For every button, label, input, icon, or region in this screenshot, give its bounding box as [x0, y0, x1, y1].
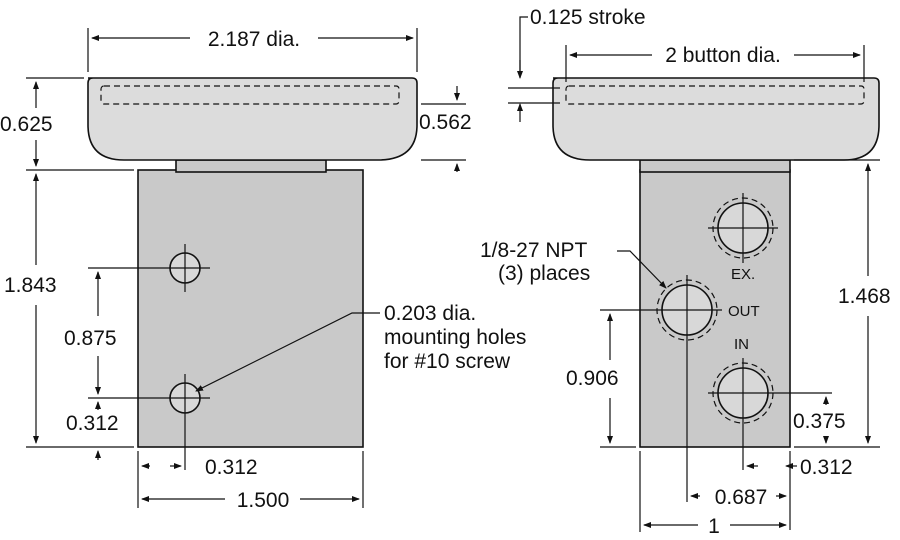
- right-neck: [639, 159, 791, 173]
- right-in-offset-label: 0.312: [800, 456, 853, 479]
- left-top-dia-label: 2.187 dia.: [208, 28, 300, 51]
- mounting-hole-bottom: [160, 374, 210, 470]
- hole-note-line-1: 0.203 dia.: [384, 302, 476, 325]
- port-ex: [708, 193, 778, 263]
- port-out: [600, 275, 722, 502]
- left-view: 2.187 dia. 0.625 0.562 1.843 0.875 0.312: [0, 28, 526, 512]
- port-note-line-1: 1/8-27 NPT: [480, 239, 588, 262]
- left-head: [87, 77, 418, 161]
- right-body-height-label: 1.468: [838, 285, 891, 308]
- left-neck: [175, 159, 327, 173]
- right-stroke-label: 0.125 stroke: [530, 6, 646, 29]
- right-head-dashed: [565, 85, 865, 105]
- left-head-inner-label: 0.562: [419, 111, 472, 134]
- right-head: [552, 77, 880, 161]
- left-head-dashed: [100, 85, 400, 105]
- left-hole-bottom-label: 0.312: [66, 412, 119, 435]
- port-in: [708, 358, 832, 470]
- right-in-height-label: 0.375: [793, 410, 846, 433]
- left-hole-spacing-label: 0.875: [64, 327, 117, 350]
- right-width-label: 1: [708, 515, 720, 538]
- left-head-height-label: 0.625: [0, 113, 53, 136]
- hole-note-line-2: mounting holes: [384, 326, 526, 349]
- left-hole-side-label: 0.312: [205, 456, 258, 479]
- right-button-dia-label: 2 button dia.: [665, 44, 781, 67]
- port-note-line-2: (3) places: [498, 262, 590, 285]
- right-out-offset-label: 0.687: [715, 486, 768, 509]
- right-out-height-label: 0.906: [566, 367, 619, 390]
- left-width-label: 1.500: [237, 489, 290, 512]
- hole-note-line-3: for #10 screw: [384, 350, 511, 373]
- mounting-hole-top: [160, 244, 210, 292]
- right-view: EX. OUT IN 1/8-27 NPT (3) places 0.125 s…: [480, 6, 891, 538]
- port-in-label: IN: [734, 336, 749, 353]
- left-body-height-label: 1.843: [4, 274, 57, 297]
- port-out-label: OUT: [728, 303, 760, 320]
- port-ex-label: EX.: [731, 266, 755, 283]
